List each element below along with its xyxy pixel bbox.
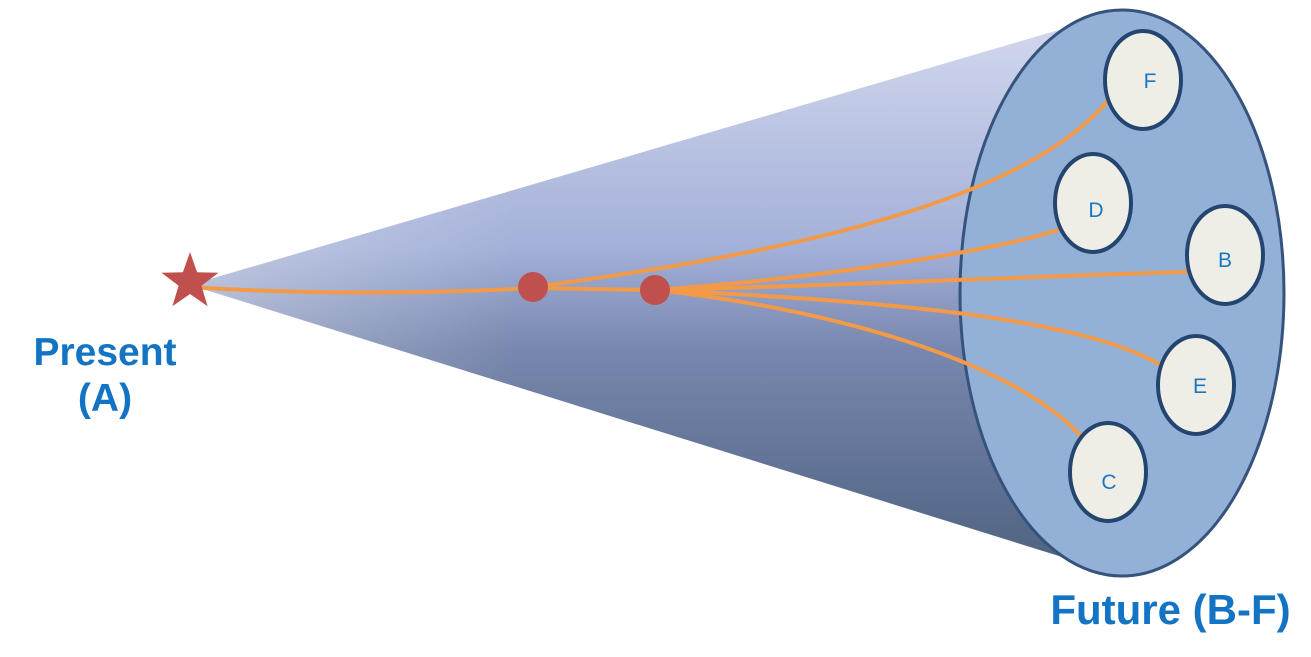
present-star-icon (161, 252, 219, 307)
path-to-c (653, 288, 1082, 437)
path-to-e (653, 288, 1164, 368)
outcome-label-f: F (1144, 70, 1157, 93)
branch-point-1 (518, 272, 548, 302)
outcome-label-c: C (1101, 471, 1116, 494)
outcome-node-e: E (1156, 334, 1236, 436)
branch-point-2 (640, 275, 670, 305)
outcome-label-e: E (1193, 375, 1207, 398)
outcome-label-b: B (1218, 249, 1232, 272)
outcome-label-d: D (1088, 199, 1103, 222)
outcome-node-b: B (1185, 204, 1265, 306)
path-to-f (531, 96, 1112, 289)
present-label-line1: Present (33, 331, 177, 374)
outcome-node-f: F (1103, 29, 1183, 131)
present-label: Present (A) (0, 330, 210, 422)
path-to-b (653, 270, 1189, 292)
future-paths (186, 96, 1189, 437)
outcome-node-d: D (1053, 152, 1133, 254)
outcome-node-c: C (1068, 421, 1148, 523)
present-label-line2: (A) (77, 377, 133, 421)
path-to-d (653, 228, 1060, 292)
path-main (186, 285, 657, 295)
future-label: Future (B-F) (1050, 586, 1291, 633)
